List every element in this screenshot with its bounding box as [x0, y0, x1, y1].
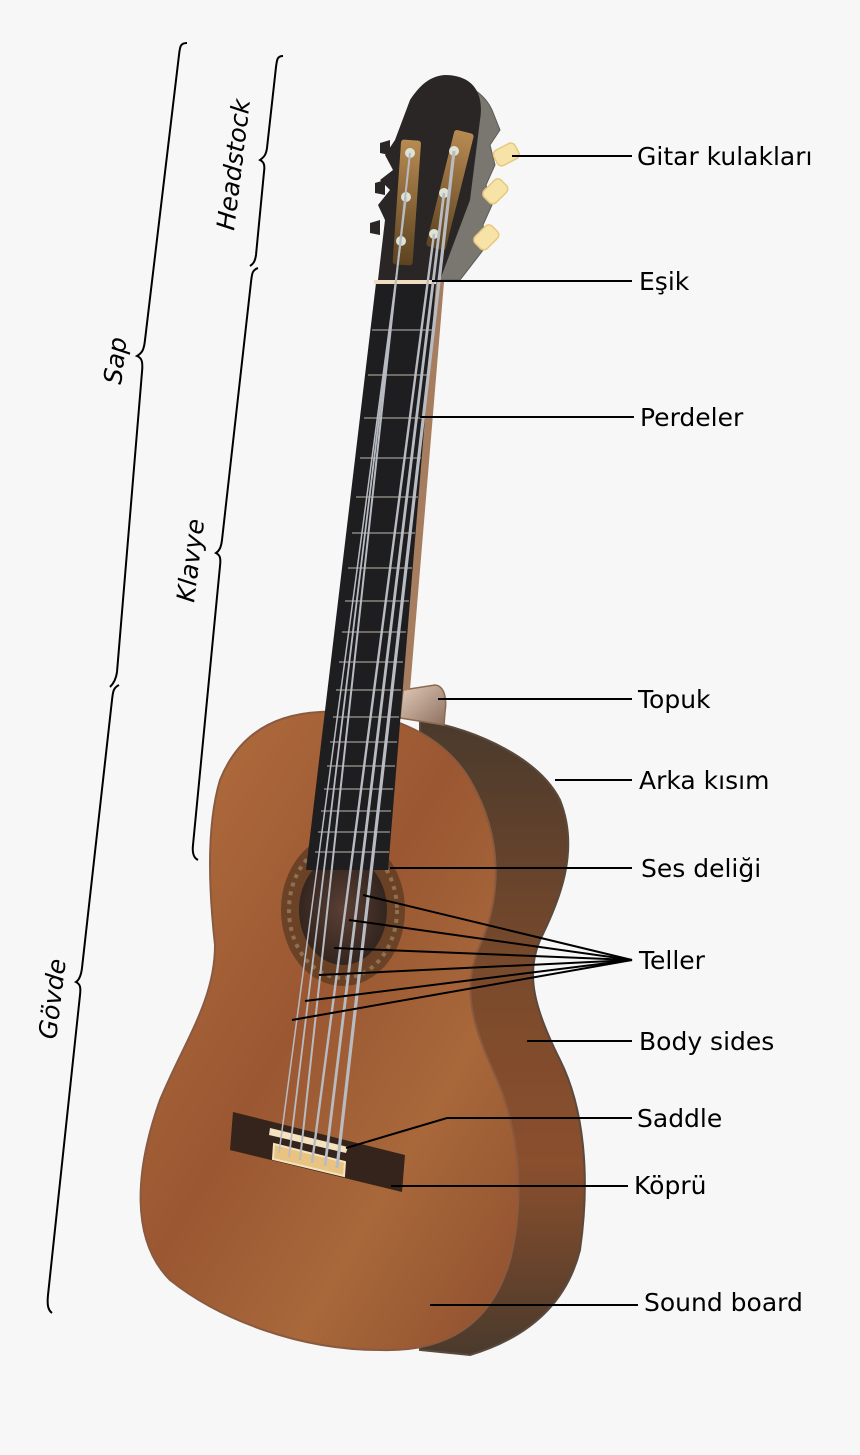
label-govde: Gövde	[33, 957, 72, 1041]
bracket-headstock	[249, 55, 284, 267]
tuner-peg-3	[473, 224, 500, 251]
label-teller: Teller	[638, 946, 706, 975]
label-ses-deligi: Ses deliği	[641, 854, 761, 883]
label-sap: Sap	[98, 335, 133, 385]
tuner-pegs	[473, 142, 520, 251]
label-topuk: Topuk	[637, 685, 711, 714]
heel	[399, 684, 447, 726]
label-saddle: Saddle	[637, 1104, 722, 1133]
bracket-klavye	[191, 267, 259, 861]
label-kopru: Köprü	[634, 1171, 706, 1200]
brackets	[46, 42, 284, 1314]
bracket-sap	[109, 42, 188, 688]
label-esik: Eşik	[639, 267, 690, 296]
label-gitar-kulaklari: Gitar kulakları	[637, 142, 812, 171]
label-klavye: Klavye	[171, 517, 210, 604]
leader-lines	[291, 155, 638, 1306]
strings	[278, 150, 456, 1169]
label-body-sides: Body sides	[639, 1027, 774, 1056]
bracket-govde	[46, 684, 120, 1314]
label-sound-board: Sound board	[644, 1288, 803, 1317]
label-perdeler: Perdeler	[640, 403, 744, 432]
tuner-peg-1	[492, 142, 520, 167]
string-slot-left	[392, 139, 421, 266]
tuner-peg-2	[482, 178, 509, 205]
nut	[374, 280, 436, 284]
label-headstock: Headstock	[211, 96, 256, 232]
fretboard	[306, 283, 436, 870]
label-arka-kisim: Arka kısım	[639, 766, 769, 795]
